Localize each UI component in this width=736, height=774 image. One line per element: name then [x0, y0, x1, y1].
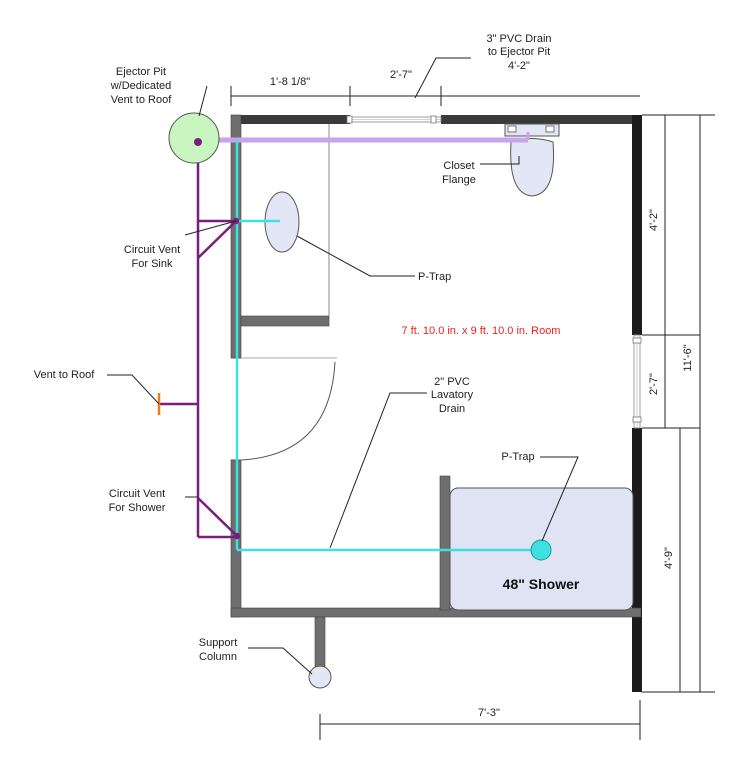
support-column-line1: Support	[199, 637, 238, 649]
ejector-pit-connection	[194, 138, 202, 146]
circuit-vent-shower-line1: Circuit Vent	[109, 488, 165, 500]
p-trap-sink-label: P-Trap	[418, 271, 451, 283]
dim-top-window: 2'-7"	[390, 69, 412, 81]
toilet-tank	[504, 123, 560, 137]
dim-right-overall: 11'-6"	[682, 344, 694, 371]
support-column-post	[314, 616, 326, 674]
dimension-lines	[230, 86, 715, 740]
right-wall-lower	[632, 428, 642, 692]
toilet-bowl	[510, 138, 555, 197]
right-window	[632, 334, 642, 429]
door	[231, 357, 337, 461]
top-wall-left	[231, 115, 350, 124]
toilet	[504, 123, 560, 197]
dim-top-left: 1'-8 1/8"	[270, 76, 310, 88]
shower-label: 48" Shower	[503, 576, 580, 592]
lavatory-drain-line2: Lavatory	[431, 389, 474, 401]
bottom-wall	[230, 607, 642, 618]
p-trap-shower-label: P-Trap	[501, 451, 534, 463]
right-wall-upper	[632, 115, 642, 335]
shower-circuit-vent	[197, 497, 237, 536]
circuit-vent-sink-line1: Circuit Vent	[124, 244, 180, 256]
circuit-vent-shower-line2: For Shower	[109, 502, 166, 514]
support-column-line2: Column	[199, 651, 237, 663]
support-column-label: Support Column	[199, 637, 238, 663]
pvc-drain-label-line2: to Ejector Pit	[488, 46, 550, 58]
shower-vent-junction	[233, 532, 241, 540]
lavatory-drain-line3: Drain	[439, 403, 465, 415]
ejector-pit-label-line2: w/Dedicated	[110, 80, 172, 92]
dim-right-upper: 4'-2"	[648, 209, 660, 231]
lavatory-drain-line1: 2" PVC	[434, 376, 470, 388]
ejector-pit-label-line1: Ejector Pit	[116, 66, 166, 78]
ejector-pit	[168, 112, 220, 164]
circuit-vent-shower-label: Circuit Vent For Shower	[109, 488, 166, 514]
room-size-label: 7 ft. 10.0 in. x 9 ft. 10.0 in. Room	[402, 325, 561, 337]
dim-bottom: 7'-3"	[478, 707, 500, 719]
lavatory-drain-label: 2" PVC Lavatory Drain	[431, 376, 474, 415]
sink-alcove-ledge	[240, 315, 330, 327]
closet-flange-label-line1: Closet	[443, 160, 474, 172]
circuit-vent-sink-line2: For Sink	[132, 258, 173, 270]
callout-leaders	[107, 57, 579, 675]
top-wall-right	[441, 115, 641, 124]
pvc-drain-label-line3: 4'-2"	[508, 60, 530, 72]
vent-to-roof-label: Vent to Roof	[34, 369, 95, 381]
shower-p-trap	[530, 539, 552, 561]
closet-flange-label: Closet Flange	[442, 160, 476, 186]
ejector-pit-label: Ejector Pit w/Dedicated Vent to Roof	[110, 66, 172, 106]
ejector-pit-label-line3: Vent to Roof	[111, 94, 172, 106]
circuit-vent-sink-label: Circuit Vent For Sink	[124, 244, 180, 270]
pvc-drain-top-label: 3" PVC Drain to Ejector Pit 4'-2"	[486, 33, 551, 72]
top-window	[346, 115, 442, 124]
dim-right-window: 2'-7"	[648, 373, 660, 395]
closet-flange-label-line2: Flange	[442, 174, 476, 186]
support-column-base	[308, 665, 332, 689]
dim-right-lower: 4'-9"	[663, 547, 675, 569]
pvc-drain-label-line1: 3" PVC Drain	[486, 33, 551, 45]
shower-stub-wall	[439, 475, 451, 611]
pipes	[157, 132, 552, 561]
